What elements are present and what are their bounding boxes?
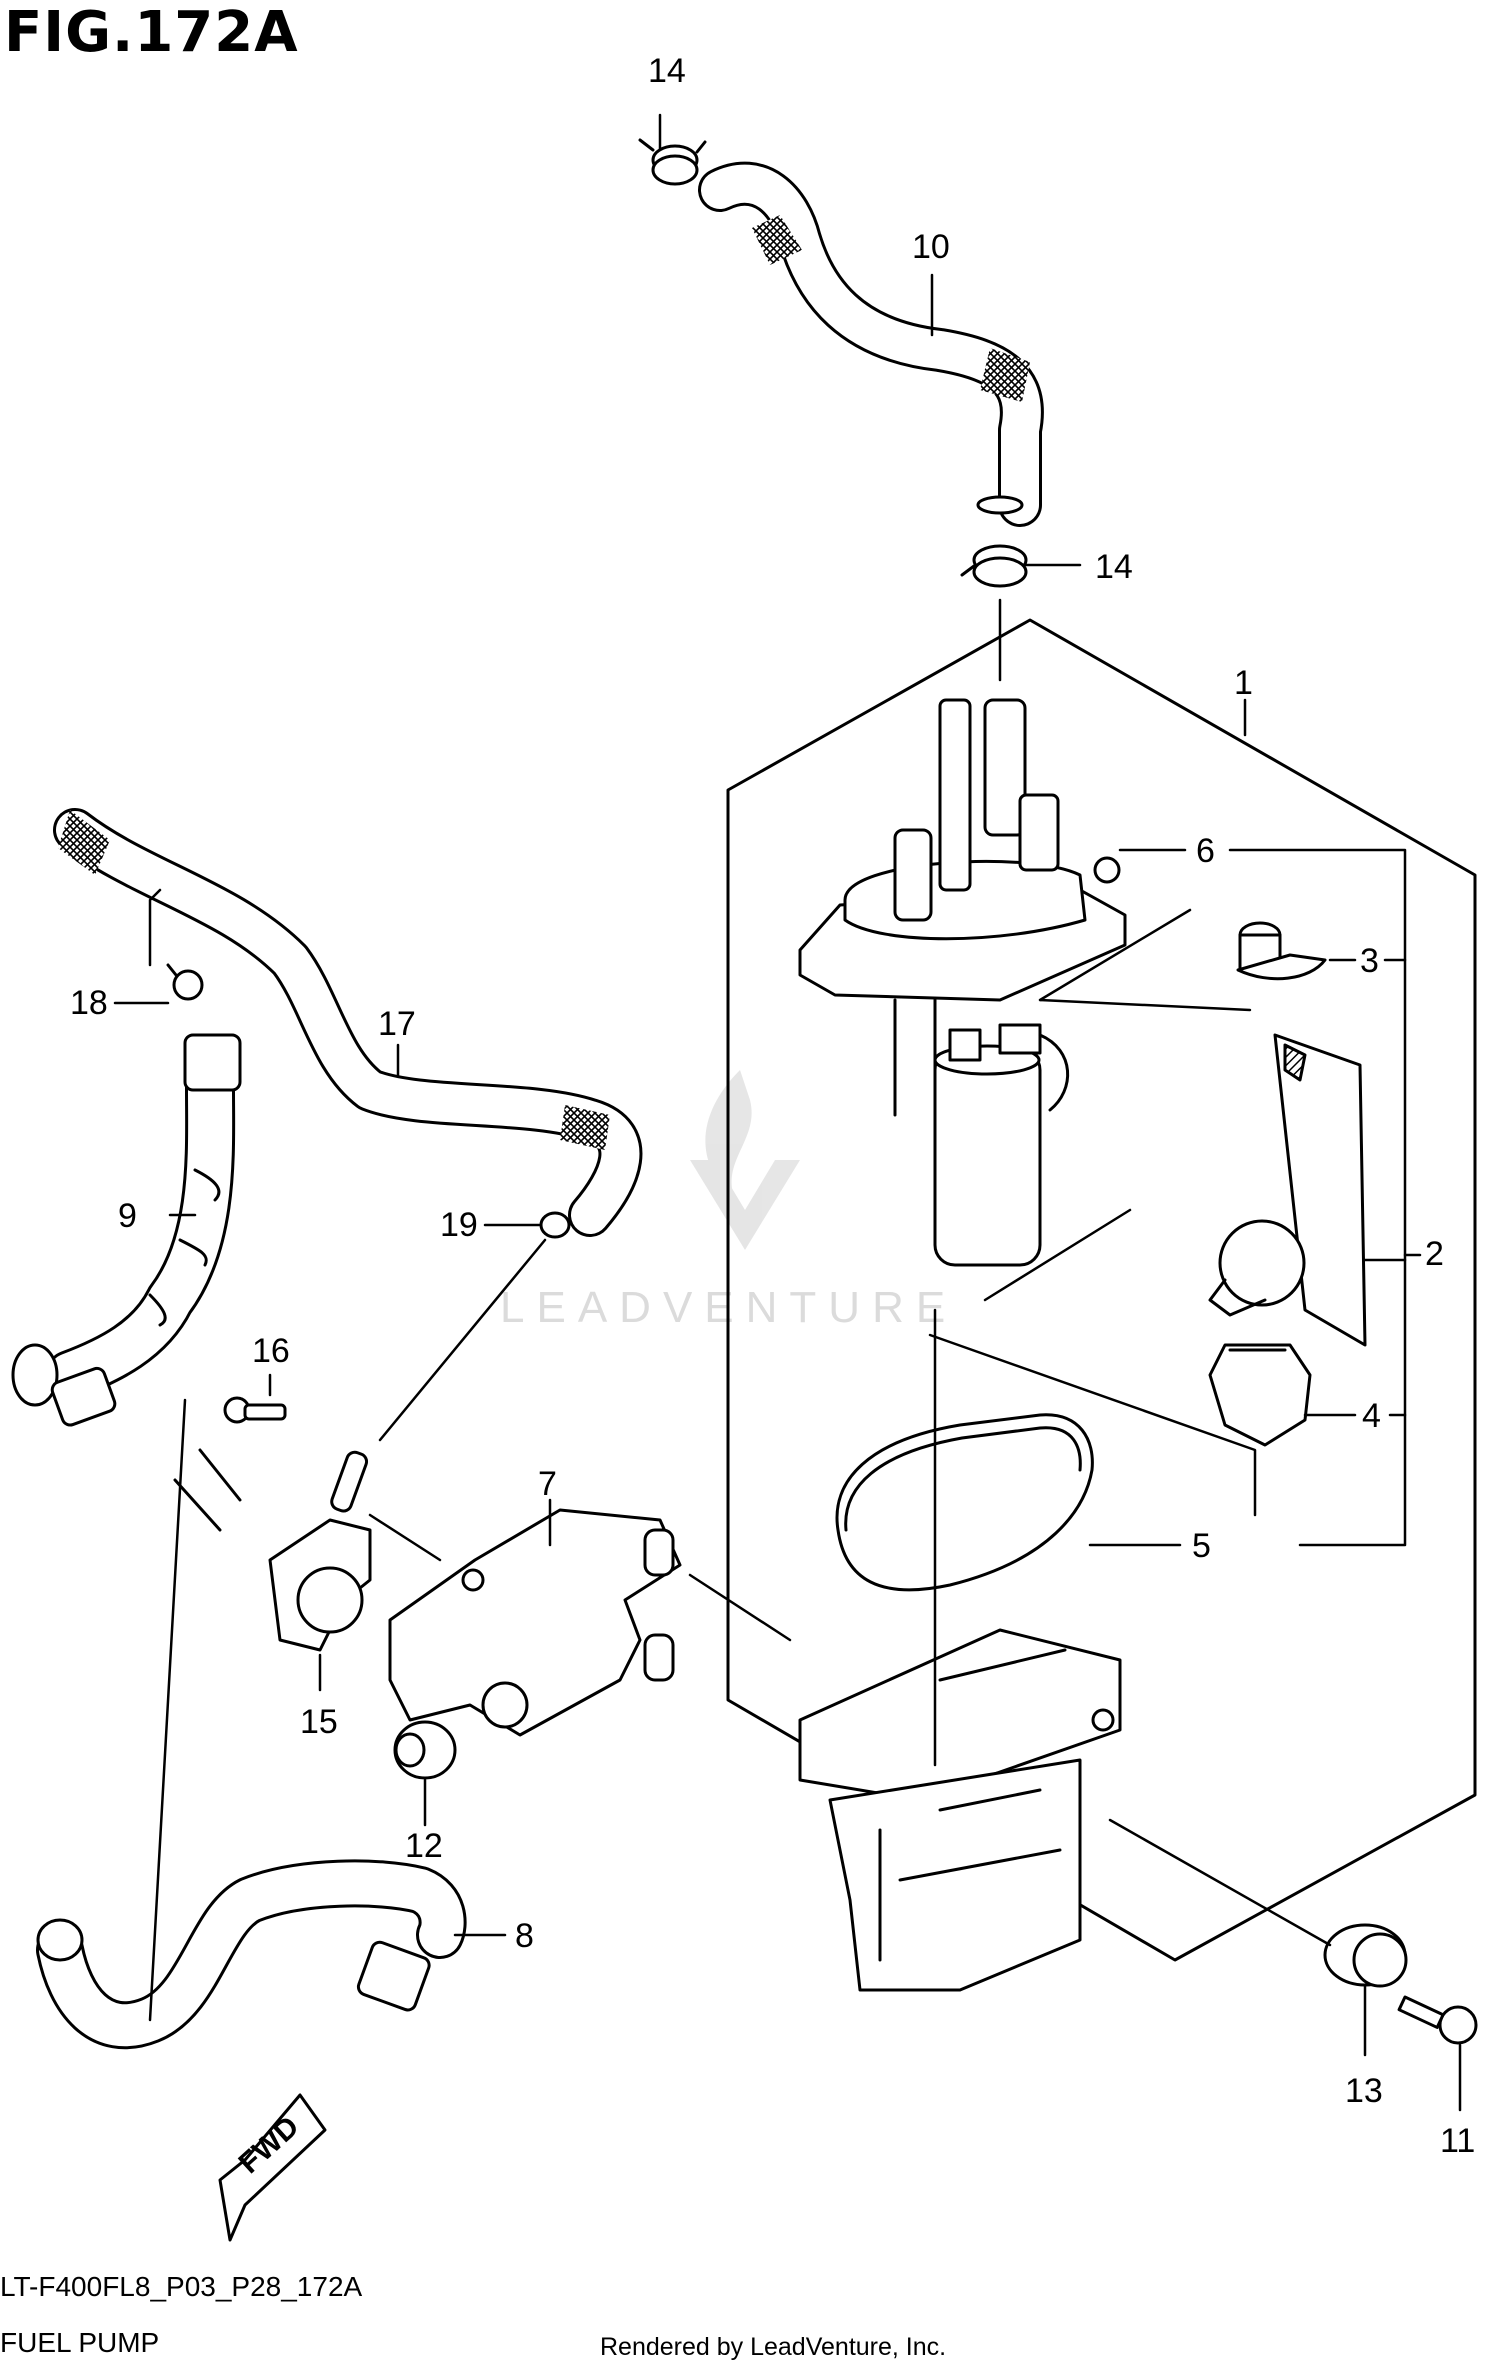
hose-17 [53, 808, 643, 1237]
callout-labels: 14 10 14 1 6 3 2 4 5 7 8 9 12 13 11 15 1… [70, 52, 1475, 2160]
valve-15 [173, 1448, 372, 1652]
callout-15: 15 [300, 1703, 338, 1741]
fuel-filter-2 [1208, 1033, 1367, 1347]
leader-pump-to-filter [983, 1208, 1132, 1302]
callout-1: 1 [1234, 664, 1253, 702]
fuel-pump-top-plate [798, 698, 1127, 1117]
callout-5: 5 [1192, 1527, 1211, 1565]
callout-14b: 14 [1095, 548, 1133, 586]
fuel-hose-9 [11, 1033, 242, 1427]
fuel-hose-10 [698, 161, 1044, 527]
callout-16: 16 [252, 1332, 290, 1370]
gasket-5 [835, 1413, 1094, 1592]
callout-line-6 [1118, 848, 1407, 1547]
hose-clamp-14-top [638, 138, 707, 186]
hose-clamp-14-mid [960, 544, 1028, 588]
credit-line: Rendered by LeadVenture, Inc. [600, 2333, 947, 2361]
callout-10: 10 [912, 228, 950, 266]
fuel-tank-housing [798, 1628, 1122, 1992]
bolt-11 [1397, 1995, 1478, 2045]
fuel-hose-8 [36, 1859, 467, 2050]
callout-3: 3 [1360, 942, 1379, 980]
callout-6: 6 [1196, 832, 1215, 870]
bracket-7 [388, 1508, 682, 1737]
callout-2: 2 [1425, 1235, 1444, 1273]
callout-14a: 14 [648, 52, 686, 90]
callout-18: 18 [70, 984, 108, 1022]
figure-title: FIG.172A [4, 0, 299, 65]
fwd-direction-arrow: FWD [218, 2093, 327, 2242]
callout-19: 19 [440, 1206, 478, 1244]
leader-hose9-to-hose8 [148, 1398, 187, 2022]
hose-clamp-18 [166, 963, 204, 1001]
leader-valve-to-bracket [368, 1513, 442, 1562]
assembly-frame [726, 618, 1477, 1962]
leader-tank-to-grommet [1108, 1818, 1332, 1947]
callout-13: 13 [1345, 2072, 1383, 2110]
leader-hose19-to-valve [378, 1238, 547, 1442]
hose-clamp-19 [539, 1211, 571, 1239]
leader-plate-to-clip [1038, 908, 1252, 1012]
callout-9: 9 [118, 1197, 137, 1235]
leader-18-hose [148, 888, 162, 967]
model-code: LT-F400FL8_P03_P28_172A [0, 2271, 363, 2302]
callout-11: 11 [1440, 2122, 1475, 2160]
leader-bracket-to-tank [688, 1573, 792, 1642]
leader-gasket-to-housing [928, 1333, 1257, 1517]
pump-clip-3 [1236, 921, 1327, 981]
fuel-pump-motor [933, 1023, 1070, 1267]
filter-holder-4 [1208, 1343, 1312, 1447]
callout-8: 8 [515, 1917, 534, 1955]
callout-12: 12 [405, 1827, 443, 1865]
callout-17: 17 [378, 1005, 416, 1043]
bolt-16 [223, 1396, 287, 1424]
callout-7: 7 [538, 1465, 557, 1503]
grommet-12 [393, 1720, 457, 1780]
callout-line-2 [1363, 1253, 1422, 1262]
section-name: FUEL PUMP [0, 2327, 160, 2358]
grommet-13 [1323, 1923, 1408, 1988]
callout-4: 4 [1362, 1397, 1381, 1435]
watermark-text: LEADVENTURE [500, 1283, 957, 1332]
